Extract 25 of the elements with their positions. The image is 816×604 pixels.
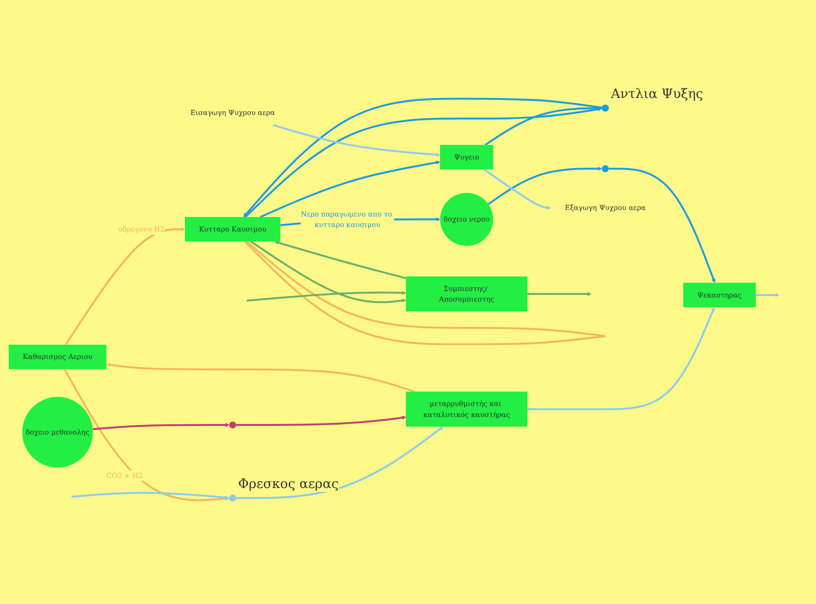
arrow (527, 292, 592, 296)
arrow (756, 293, 780, 298)
arrow (272, 124, 440, 157)
node-circle (229, 494, 236, 502)
arrow (527, 307, 715, 410)
arrow (64, 227, 186, 346)
arrow (246, 290, 406, 302)
arrow (608, 168, 716, 284)
arrow (244, 241, 606, 346)
node-circle (602, 104, 609, 112)
arrow (274, 240, 406, 280)
node-caption: Φρεσκος αερας (238, 476, 339, 492)
arrow (92, 423, 230, 430)
arrow (250, 240, 406, 304)
node-caption: Αντλια Ψυξης (610, 86, 704, 102)
node-circle (602, 165, 609, 172)
arrow (488, 166, 602, 206)
node-circle (229, 422, 236, 429)
arrow (72, 492, 230, 500)
arrow (106, 362, 414, 393)
arrow (260, 160, 440, 218)
arrow (64, 368, 230, 502)
arrow (236, 416, 406, 426)
arrow (484, 168, 551, 210)
arrow (484, 106, 602, 146)
